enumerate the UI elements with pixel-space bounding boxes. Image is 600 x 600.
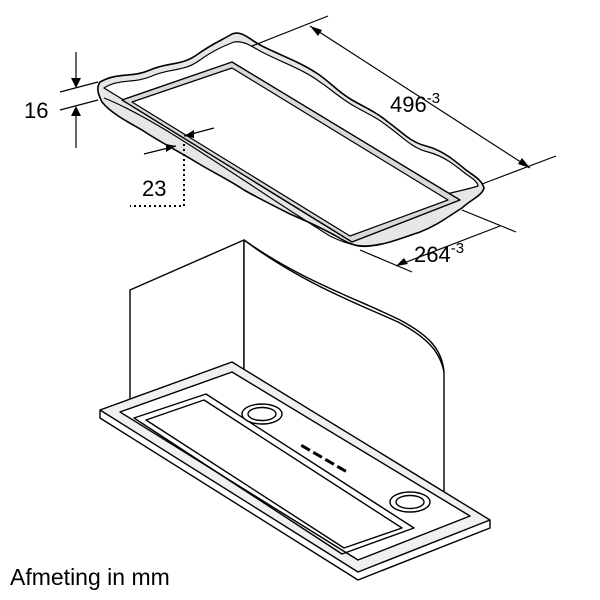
hood-control-panel (300, 444, 347, 473)
depth-dimension-label: 264-3 (414, 240, 464, 267)
dimension-width (251, 15, 557, 185)
thickness-dimension-label: 16 (24, 98, 48, 123)
width-dimension-label: 496-3 (390, 90, 440, 117)
cutout-opening-inner (131, 67, 449, 237)
hood-filter-frame (119, 371, 471, 561)
dimension-depth (359, 209, 517, 273)
dimension-thickness (59, 52, 99, 148)
hood-filter-outer (133, 393, 415, 555)
units-caption: Afmeting in mm (10, 564, 170, 590)
dimension-edge-offset (130, 127, 215, 207)
hood-unit (99, 239, 491, 581)
ceiling-cutout (97, 32, 485, 248)
hood-filter-inner (145, 399, 403, 549)
edge-offset-dimension-label: 23 (142, 176, 166, 201)
hood-body-right (243, 239, 445, 521)
